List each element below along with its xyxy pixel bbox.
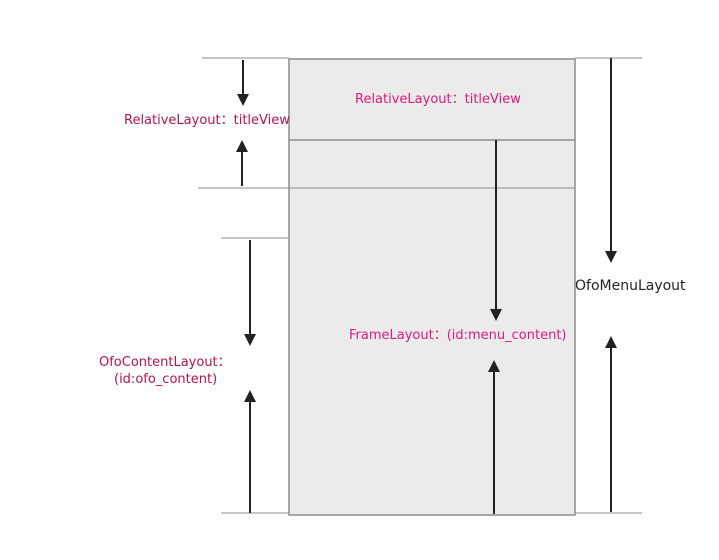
frame-layout-label: FrameLayout：(id:menu_content) [349, 328, 567, 343]
ofo-menu-layout-box [288, 58, 576, 516]
title-view-inner-label: RelativeLayout：titleView [355, 92, 521, 107]
menu-layout-label: OfoMenuLayout [575, 278, 686, 294]
content-layout-label-line1: OfoContentLayout： [99, 355, 231, 370]
title-view-side-label: RelativeLayout：titleView [124, 113, 290, 128]
content-layout-label-line2: (id:ofo_content) [114, 372, 218, 387]
